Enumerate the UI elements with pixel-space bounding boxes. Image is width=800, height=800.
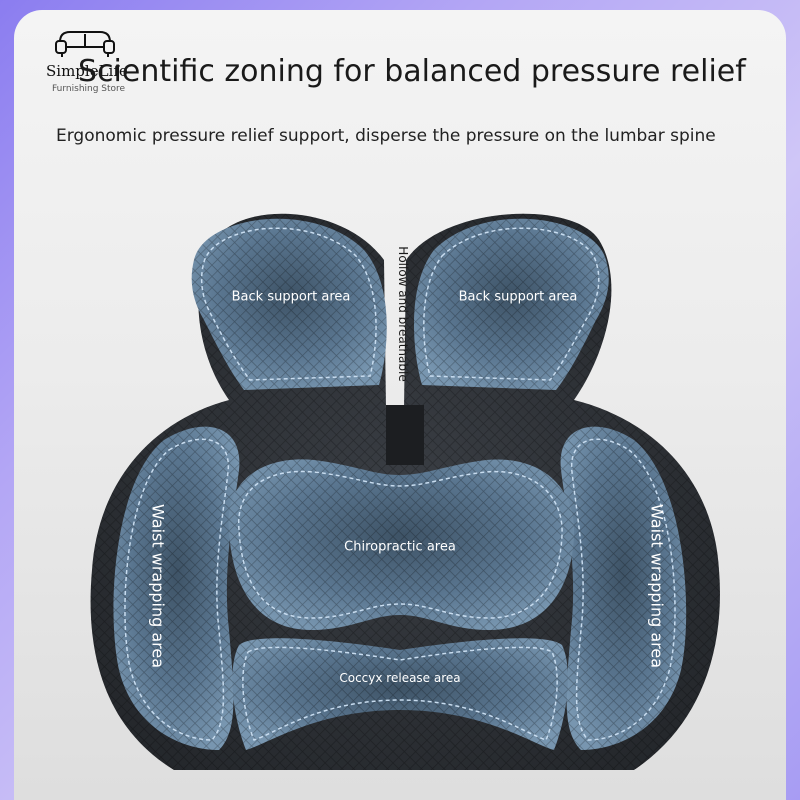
headline: Scientific zoning for balanced pressure … [78, 54, 746, 89]
brand-tagline: Furnishing Store [52, 84, 126, 94]
cushion-illustration [90, 213, 720, 771]
product-card: SimpleLife Furnishing Store Scientific z… [14, 10, 786, 800]
brand-logo: SimpleLife Furnishing Store [28, 28, 138, 98]
zone-center [228, 459, 575, 630]
zone-waist-right [560, 426, 687, 750]
label-bottom: Coccyx release area [339, 671, 461, 685]
label-waist-left: Waist wrapping area [148, 503, 168, 669]
label-waist-right: Waist wrapping area [647, 503, 667, 669]
label-center-gap: Hollow and breathable [396, 246, 410, 382]
zone-bottom [232, 638, 568, 750]
sofa-icon [55, 31, 115, 57]
label-back-left: Back support area [231, 289, 351, 305]
label-center: Chiropractic area [344, 539, 456, 555]
zone-back-left [191, 218, 387, 390]
brand-name: SimpleLife [46, 62, 128, 80]
subheadline: Ergonomic pressure relief support, dispe… [56, 126, 716, 146]
zone-back-right [413, 218, 609, 390]
label-back-right: Back support area [458, 289, 578, 305]
zone-waist-left [113, 426, 240, 750]
